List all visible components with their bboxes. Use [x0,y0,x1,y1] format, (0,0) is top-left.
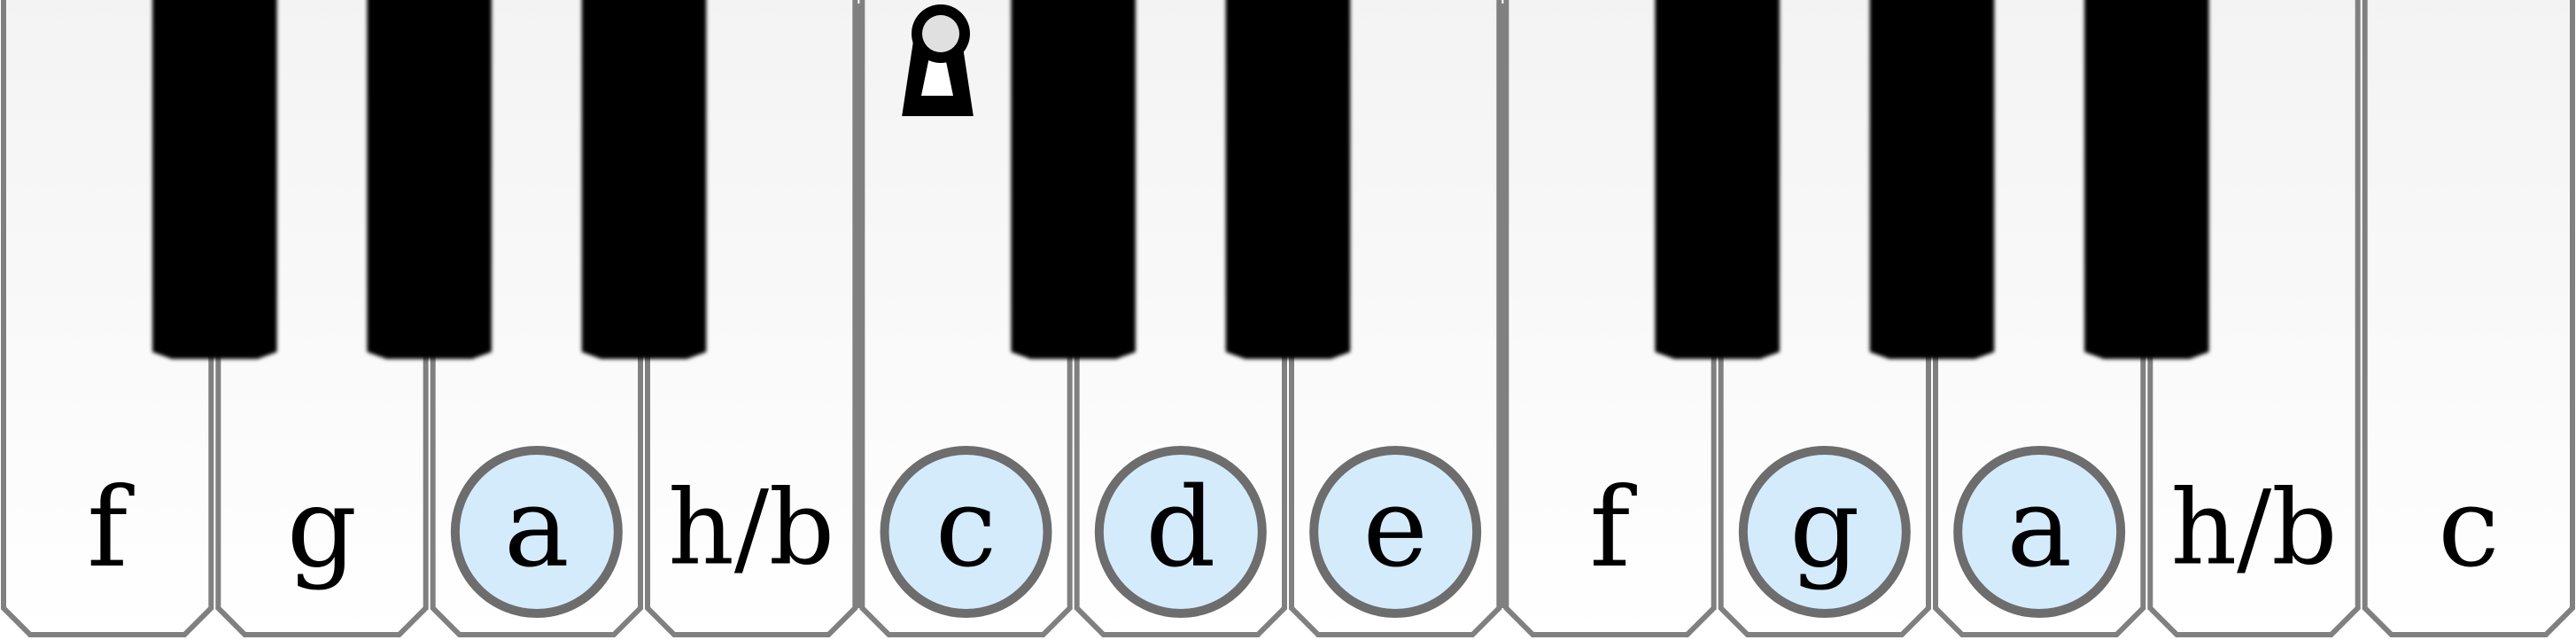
note-label: c [2438,464,2499,592]
black-keys [152,0,2209,359]
highlight-marker [1309,446,1482,618]
note-label: a [2006,464,2072,592]
note-label: a [504,464,570,592]
black-key-7[interactable] [1869,0,1995,359]
white-key-12[interactable] [2362,0,2575,637]
black-key-6[interactable] [1655,0,1780,359]
black-key-4[interactable] [1011,0,1136,359]
note-label: f [87,464,135,592]
note-label: h/b [2170,469,2337,589]
black-key-5[interactable] [1225,0,1351,359]
note-labels: f g a h/b c d e f g a h/b c [87,446,2500,618]
black-key-1[interactable] [152,0,277,359]
highlight-marker [880,446,1052,618]
note-label: g [1789,464,1859,592]
note-label: h/b [668,469,834,589]
note-label: d [1145,464,1215,592]
note-label: g [287,464,357,592]
note-label: f [1590,464,1638,592]
black-key-3[interactable] [581,0,707,359]
keyhole-marker-icon [902,4,974,116]
black-key-2[interactable] [367,0,492,359]
note-label: c [935,464,997,592]
highlight-marker [450,446,623,618]
highlight-marker [1094,446,1267,618]
black-key-8[interactable] [2084,0,2209,359]
highlight-marker [1953,446,2126,618]
note-label: e [1362,464,1427,592]
highlight-marker [1738,446,1911,618]
